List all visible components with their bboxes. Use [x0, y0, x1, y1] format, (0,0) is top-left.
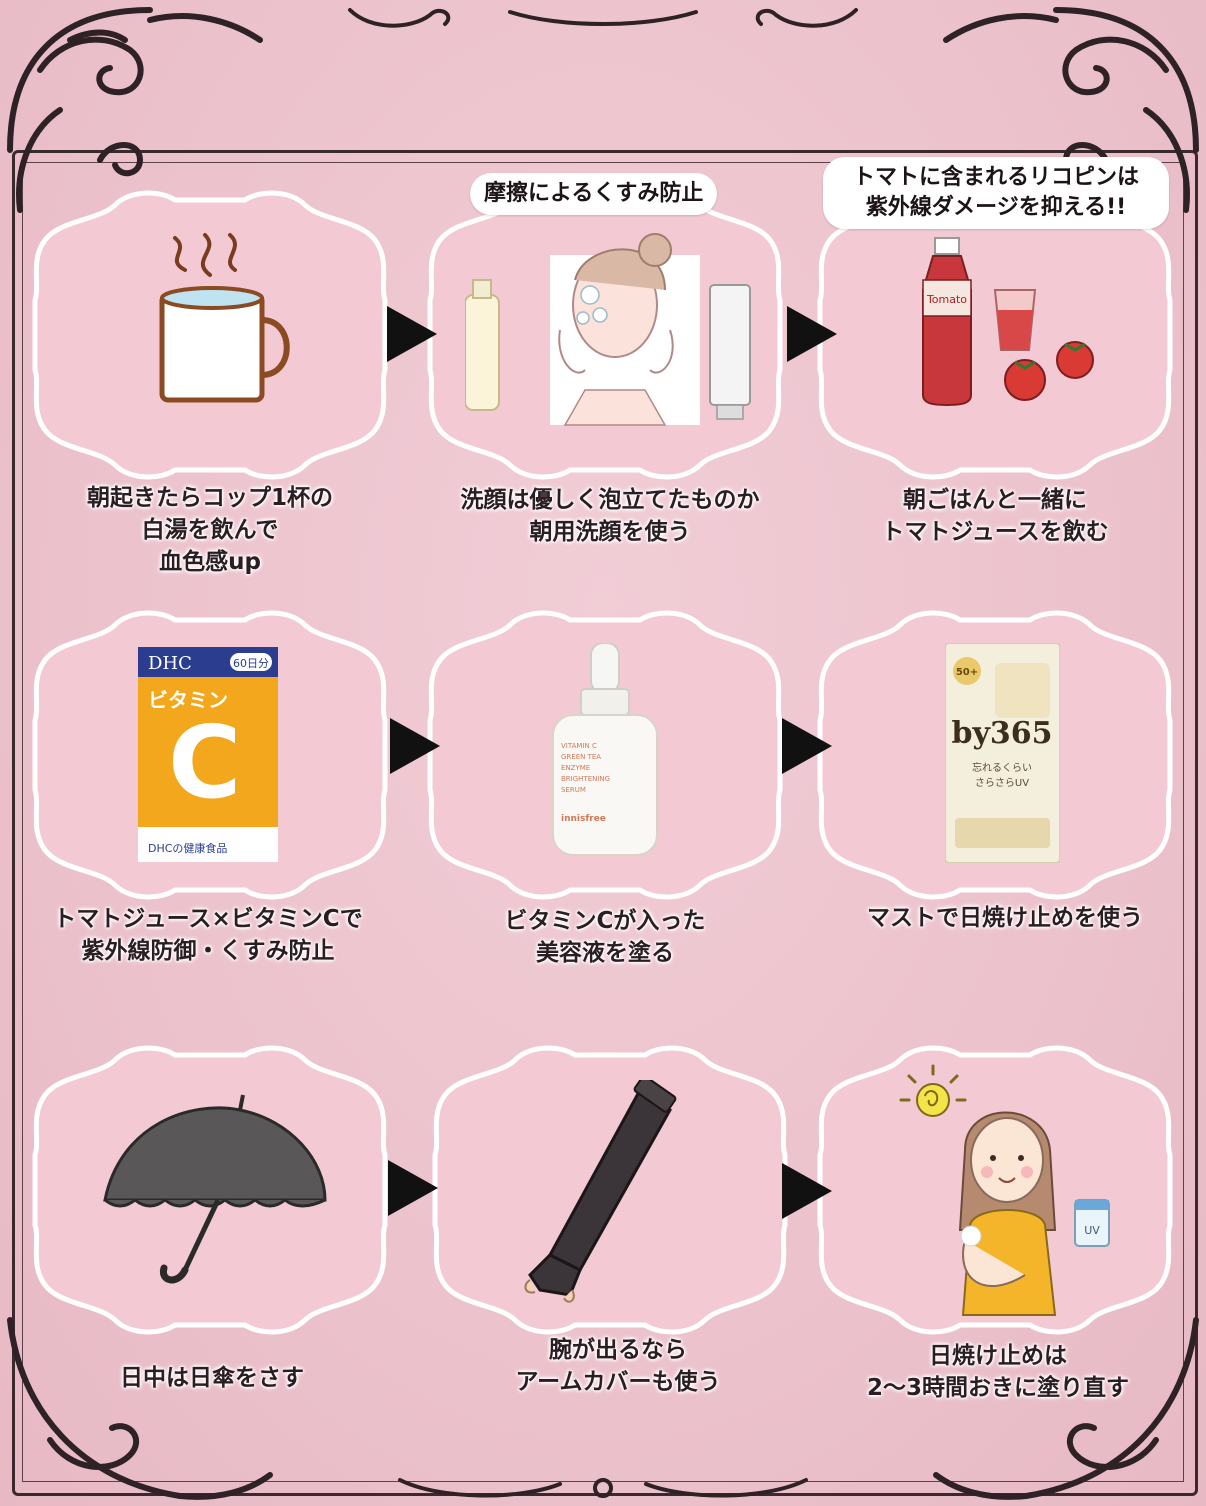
- step-caption-5: ビタミンCが入った美容液を塗る: [504, 908, 706, 966]
- arm-cover-icon: [524, 1080, 677, 1303]
- dhc-vitamin-c-package: DHC 60日分 ビタミン C DHCの健康食品: [138, 647, 278, 862]
- step-card-4: DHC 60日分 ビタミン C DHCの健康食品: [20, 605, 400, 905]
- step-card-9: UV: [805, 1040, 1185, 1340]
- innisfree-vitamin-c-serum-bottle: VITAMIN C GREEN TEA ENZYME BRIGHTENING S…: [552, 643, 658, 856]
- svg-text:SERUM: SERUM: [561, 786, 586, 794]
- step-arrow-1-2: [387, 306, 437, 362]
- svg-text:C: C: [168, 704, 241, 821]
- svg-text:DHCの健康食品: DHCの健康食品: [148, 841, 227, 855]
- svg-text:VITAMIN C: VITAMIN C: [561, 742, 597, 750]
- svg-text:BRIGHTENING: BRIGHTENING: [561, 775, 610, 783]
- step-caption-6: マストで日焼け止めを使う: [867, 905, 1143, 931]
- tomato-juice-illustration: Tomato: [922, 237, 1094, 407]
- svg-text:Tomato: Tomato: [926, 293, 967, 306]
- sunscreen-reapply-woman-illustration: UV: [899, 1064, 1110, 1316]
- step-card-5: VITAMIN C GREEN TEA ENZYME BRIGHTENING S…: [415, 605, 795, 905]
- bottom-center-ornament: [398, 1478, 808, 1498]
- face-washing-woman-illustration: [465, 233, 751, 426]
- by365-sunscreen-pouch: 50+ by365 忘れるくらい さらさらUV: [945, 643, 1060, 863]
- step-card-8: [420, 1040, 800, 1340]
- parasol-umbrella-icon: [103, 1094, 327, 1284]
- step-arrow-2-3: [787, 306, 837, 362]
- svg-text:UV: UV: [1084, 1224, 1100, 1237]
- callout-bubble-friction: 摩擦によるくすみ防止: [470, 173, 718, 215]
- svg-text:忘れるくらい: 忘れるくらい: [972, 761, 1032, 774]
- svg-text:さらさらUV: さらさらUV: [975, 777, 1029, 789]
- svg-text:ENZYME: ENZYME: [561, 764, 590, 772]
- step-caption-2: 洗顔は優しく泡立てたものか朝用洗顔を使う: [460, 487, 760, 545]
- step-arrow-8-9: [782, 1163, 832, 1219]
- svg-text:DHC: DHC: [148, 653, 192, 674]
- svg-text:GREEN TEA: GREEN TEA: [561, 753, 601, 761]
- step-card-3: Tomato トマトに含まれるリコピンは 紫外線ダメージを抑える!!: [805, 157, 1185, 485]
- step-card-1: [20, 185, 400, 485]
- svg-text:50+: 50+: [956, 667, 978, 678]
- step-card-7: [20, 1040, 400, 1340]
- step-arrow-7-8: [388, 1160, 438, 1216]
- step-caption-7: 日中は日傘をさす: [120, 1365, 304, 1391]
- callout-bubble-lycopene: トマトに含まれるリコピンは 紫外線ダメージを抑える!!: [823, 157, 1169, 229]
- step-caption-3: 朝ごはんと一緒にトマトジュースを飲む: [881, 487, 1109, 545]
- svg-text:ビタミン: ビタミン: [148, 688, 228, 712]
- step-caption-4: トマトジュース×ビタミンCで紫外線防御・くすみ防止: [53, 906, 363, 964]
- top-center-ornament: [348, 8, 858, 28]
- step-caption-1: 朝起きたらコップ1杯の白湯を飲んで血色感up: [86, 485, 333, 575]
- hot-water-mug-icon: [159, 233, 290, 403]
- svg-text:by365: by365: [951, 716, 1052, 751]
- step-card-6: 50+ by365 忘れるくらい さらさらUV: [805, 605, 1185, 905]
- step-arrow-5-6: [782, 718, 832, 774]
- svg-text:innisfree: innisfree: [561, 814, 606, 824]
- step-caption-8: 腕が出るならアームカバーも使う: [515, 1337, 721, 1395]
- svg-text:60日分: 60日分: [233, 657, 269, 670]
- step-card-2: 摩擦によるくすみ防止: [415, 173, 795, 485]
- step-arrow-4-5: [390, 718, 440, 774]
